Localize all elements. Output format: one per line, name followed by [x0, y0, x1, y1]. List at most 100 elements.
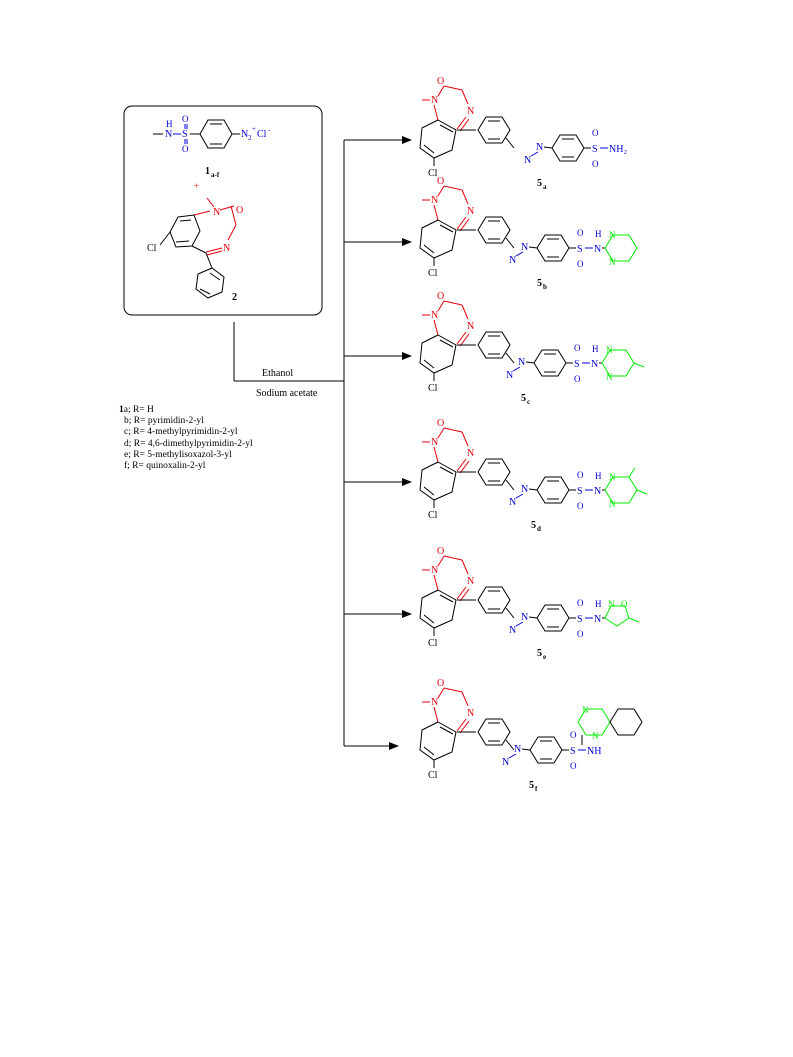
svg-text:Cl: Cl: [428, 638, 438, 649]
product-label: 5: [537, 278, 542, 289]
svg-text:O: O: [182, 144, 189, 154]
svg-text:O: O: [577, 470, 584, 480]
svg-text:O: O: [577, 629, 584, 639]
azo-n: N: [521, 484, 528, 495]
svg-text:N: N: [467, 321, 474, 332]
svg-text:O: O: [437, 291, 444, 302]
terminal-amine: N: [594, 244, 601, 255]
svg-text:H: H: [595, 229, 602, 239]
azo-n: N: [521, 242, 528, 253]
svg-text:H: H: [592, 344, 599, 354]
azo-n: N: [502, 757, 509, 768]
svg-text:O: O: [574, 374, 581, 384]
reagent-1-label: 1: [205, 166, 210, 177]
svg-text:O: O: [570, 730, 577, 740]
svg-text:N: N: [431, 310, 438, 321]
reagents-box: [123, 105, 323, 316]
product-label: 5: [521, 393, 526, 404]
svg-text:Cl: Cl: [428, 383, 438, 394]
svg-text:N: N: [431, 565, 438, 576]
svg-text:N: N: [609, 257, 616, 267]
svg-text:O: O: [437, 176, 444, 187]
svg-text:O: O: [574, 343, 581, 353]
svg-text:N: N: [609, 499, 616, 509]
atom-r: R: [144, 129, 151, 140]
svg-text:N: N: [223, 243, 230, 254]
azo-n: N: [509, 625, 516, 636]
product-label: 5: [529, 780, 534, 791]
svg-text:O: O: [437, 418, 444, 429]
svg-text:Cl: Cl: [428, 268, 438, 279]
svg-text:N: N: [609, 230, 616, 240]
azo-n: N: [524, 155, 531, 166]
svg-text:+: +: [194, 181, 199, 191]
svg-text:N: N: [467, 708, 474, 719]
svg-text:O: O: [577, 501, 584, 511]
svg-text:S: S: [182, 129, 188, 140]
svg-text:Cl: Cl: [257, 129, 267, 140]
svg-text:N: N: [213, 207, 220, 218]
product-label: 5: [537, 178, 542, 189]
solvent-label: Ethanol: [262, 368, 293, 379]
product-label: 5: [537, 648, 542, 659]
azo-n: N: [509, 497, 516, 508]
svg-text:O: O: [437, 76, 444, 87]
svg-text:N: N: [606, 372, 613, 382]
product-label-sub: b: [543, 283, 547, 291]
diazonium-structure: R N H S O O N 2 + Cl -: [144, 114, 271, 154]
svg-text:O: O: [577, 259, 584, 269]
azo-n: N: [509, 255, 516, 266]
svg-text:N: N: [431, 697, 438, 708]
svg-text:O: O: [592, 128, 599, 138]
svg-text:Cl: Cl: [428, 168, 438, 179]
sulfur-atom: S: [570, 746, 576, 757]
terminal-amine: N: [591, 359, 598, 370]
svg-text:N: N: [467, 106, 474, 117]
azo-n: N: [521, 612, 528, 623]
svg-text:O: O: [577, 228, 584, 238]
svg-text:-: -: [268, 126, 271, 134]
svg-text:N: N: [431, 95, 438, 106]
azo-n: N: [506, 370, 513, 381]
azo-n: N: [518, 357, 525, 368]
svg-text:N: N: [592, 731, 599, 741]
terminal-amine: NH₂: [609, 144, 627, 155]
svg-text:O: O: [437, 546, 444, 557]
svg-text:N: N: [608, 599, 615, 609]
sulfur-atom: S: [577, 614, 583, 625]
base-label: Sodium acetate: [256, 388, 318, 399]
svg-text:H: H: [166, 119, 173, 129]
svg-text:N: N: [467, 448, 474, 459]
svg-text:O: O: [570, 761, 577, 771]
svg-text:Cl: Cl: [147, 243, 157, 254]
svg-text:H: H: [595, 471, 602, 481]
svg-text:+: +: [252, 125, 256, 133]
svg-text:N: N: [467, 206, 474, 217]
reagent-2-label: 2: [232, 292, 237, 303]
svg-text:N: N: [431, 195, 438, 206]
svg-text:N: N: [165, 129, 172, 140]
product-label-sub: c: [527, 398, 530, 406]
product-label-sub: f: [535, 785, 538, 793]
svg-text:O: O: [621, 599, 628, 609]
svg-text:N: N: [241, 129, 248, 140]
terminal-amine: N: [594, 486, 601, 497]
product-label: 5: [531, 520, 536, 531]
product-label-sub: d: [537, 525, 541, 533]
diazepam-structure: + N O N Cl: [147, 181, 243, 299]
svg-text:H: H: [595, 599, 602, 609]
reagent-1-sub: a-f: [211, 171, 220, 179]
product-label-sub: a: [543, 183, 547, 191]
svg-text:N: N: [582, 705, 589, 715]
svg-text:Cl: Cl: [428, 510, 438, 521]
svg-text:O: O: [592, 159, 599, 169]
svg-text:O: O: [577, 598, 584, 608]
terminal-amine: N: [594, 614, 601, 625]
terminal-amine: NH: [587, 746, 601, 757]
